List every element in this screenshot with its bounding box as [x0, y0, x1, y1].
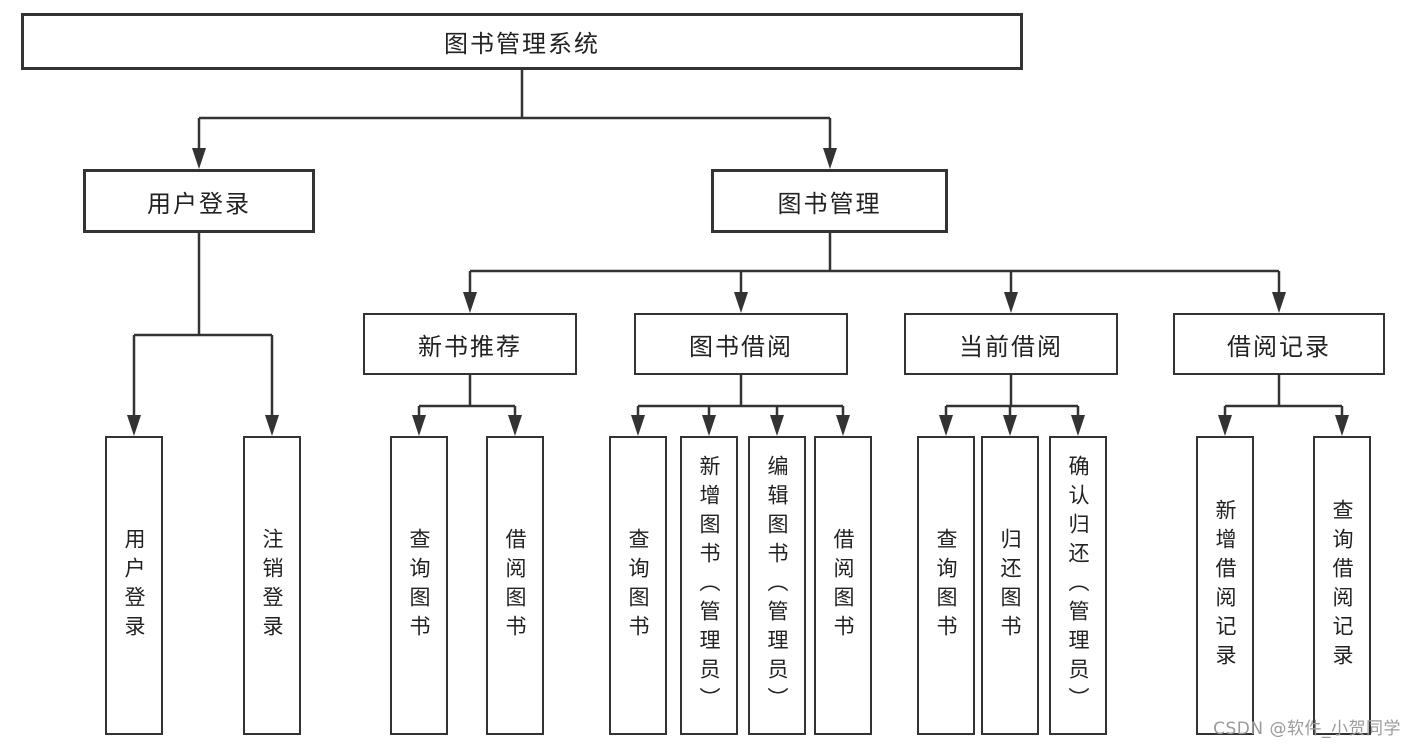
node-label: 用户登录 — [122, 527, 147, 644]
node-book-management: 图书管理 — [711, 169, 948, 233]
leaf-borrow-books-recommend: 借阅图书 — [486, 436, 544, 735]
arrowhead — [823, 148, 837, 169]
node-label: 查询图书 — [626, 527, 651, 644]
arrowhead — [1071, 415, 1085, 436]
arrowhead — [508, 415, 522, 436]
node-label: 新增图书（管理员） — [697, 455, 722, 716]
node-label: 借阅图书 — [831, 527, 856, 644]
node-library-management-system: 图书管理系统 — [21, 13, 1023, 70]
arrowhead — [1004, 292, 1018, 313]
node-label: 注销登录 — [260, 527, 285, 644]
node-label: 借阅记录 — [1227, 332, 1331, 361]
connector-userlogin-to-leaves — [132, 233, 274, 417]
node-label: 图书管理系统 — [444, 30, 600, 58]
connector-newbook-to-leaves — [417, 375, 517, 417]
node-label: 查询借阅记录 — [1330, 498, 1355, 673]
arrowhead — [1272, 292, 1286, 313]
node-label: 用户登录 — [147, 189, 251, 218]
node-label: 查询图书 — [934, 527, 959, 644]
leaf-borrow-books: 借阅图书 — [814, 436, 872, 735]
node-current-borrowing: 当前借阅 — [904, 313, 1118, 375]
node-new-book-recommendation: 新书推荐 — [363, 313, 577, 375]
node-label: 新书推荐 — [418, 332, 522, 361]
arrowheads — [127, 148, 1349, 436]
leaf-confirm-return-admin: 确认归还（管理员） — [1049, 436, 1107, 735]
node-label: 图书管理 — [777, 189, 882, 218]
arrowhead — [412, 415, 426, 436]
arrowhead — [265, 415, 279, 436]
node-label: 归还图书 — [998, 527, 1023, 644]
leaf-query-borrow-record: 查询借阅记录 — [1313, 436, 1371, 735]
leaf-query-books-current: 查询图书 — [917, 436, 975, 735]
arrowhead — [734, 292, 748, 313]
leaf-logout: 注销登录 — [243, 436, 301, 735]
arrowhead — [702, 415, 716, 436]
leaf-user-login: 用户登录 — [105, 436, 163, 735]
arrowhead — [127, 415, 141, 436]
leaf-edit-books-admin: 编辑图书（管理员） — [748, 436, 806, 735]
arrowhead — [1003, 415, 1017, 436]
arrowhead — [192, 148, 206, 169]
arrowhead — [463, 292, 477, 313]
connector-bookmgmt-to-level3 — [468, 233, 1281, 294]
leaf-add-borrow-record: 新增借阅记录 — [1196, 436, 1254, 735]
node-label: 借阅图书 — [503, 527, 528, 644]
connector-root-to-level2 — [197, 70, 832, 150]
node-user-login: 用户登录 — [83, 169, 315, 233]
arrowhead — [631, 415, 645, 436]
leaf-query-books-borrow: 查询图书 — [609, 436, 667, 735]
leaf-add-books-admin: 新增图书（管理员） — [680, 436, 738, 735]
node-label: 查询图书 — [407, 527, 432, 644]
connector-current-to-leaves — [944, 375, 1080, 417]
node-label: 图书借阅 — [689, 332, 793, 361]
leaf-query-books-recommend: 查询图书 — [390, 436, 448, 735]
node-book-borrowing: 图书借阅 — [634, 313, 848, 375]
node-label: 新增借阅记录 — [1213, 498, 1238, 673]
csdn-watermark: CSDN @软件_小贺同学 — [1213, 719, 1401, 739]
node-label: 确认归还（管理员） — [1066, 455, 1091, 716]
connector-borrow-to-leaves — [636, 375, 845, 417]
arrowhead — [1335, 415, 1349, 436]
node-borrowing-records: 借阅记录 — [1173, 313, 1385, 375]
connector-records-to-leaves — [1223, 375, 1344, 417]
leaf-return-books: 归还图书 — [981, 436, 1039, 735]
arrowhead — [836, 415, 850, 436]
arrowhead — [770, 415, 784, 436]
arrowhead — [939, 415, 953, 436]
node-label: 当前借阅 — [959, 332, 1063, 361]
node-label: 编辑图书（管理员） — [765, 455, 790, 716]
arrowhead — [1218, 415, 1232, 436]
